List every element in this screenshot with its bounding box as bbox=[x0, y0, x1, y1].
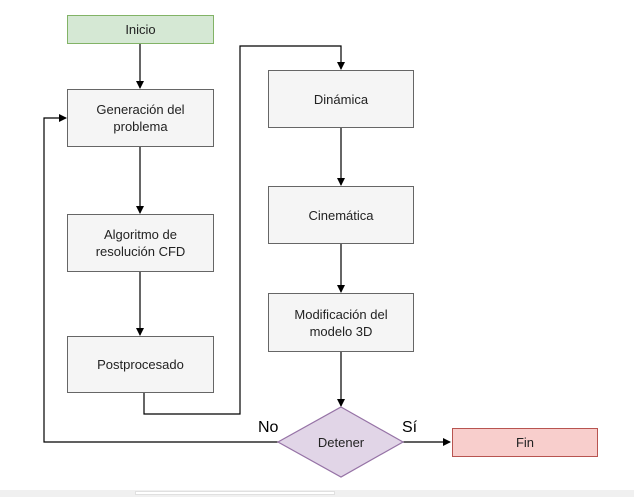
node-inicio[interactable]: Inicio bbox=[67, 15, 214, 44]
edge-detener-generacion bbox=[43, 114, 278, 443]
node-generacion-problema[interactable]: Generación del problema bbox=[67, 89, 214, 147]
node-fin[interactable]: Fin bbox=[452, 428, 598, 457]
edge-label-no: No bbox=[258, 419, 279, 436]
node-algoritmo-cfd[interactable]: Algoritmo de resolución CFD bbox=[67, 214, 214, 272]
scrollbar-thumb[interactable] bbox=[135, 491, 335, 495]
edge-label-si: Sí bbox=[402, 419, 418, 436]
edge-postprocesado-dinamica bbox=[143, 45, 345, 415]
node-dinamica[interactable]: Dinámica bbox=[268, 70, 414, 128]
node-cinematica[interactable]: Cinemática bbox=[268, 186, 414, 244]
horizontal-scrollbar[interactable] bbox=[0, 490, 634, 497]
node-postprocesado[interactable]: Postprocesado bbox=[67, 336, 214, 393]
node-modificacion-modelo[interactable]: Modificación del modelo 3D bbox=[268, 293, 414, 352]
node-detener-label[interactable]: Detener bbox=[317, 434, 365, 450]
decision-diamond-shape bbox=[276, 406, 405, 478]
